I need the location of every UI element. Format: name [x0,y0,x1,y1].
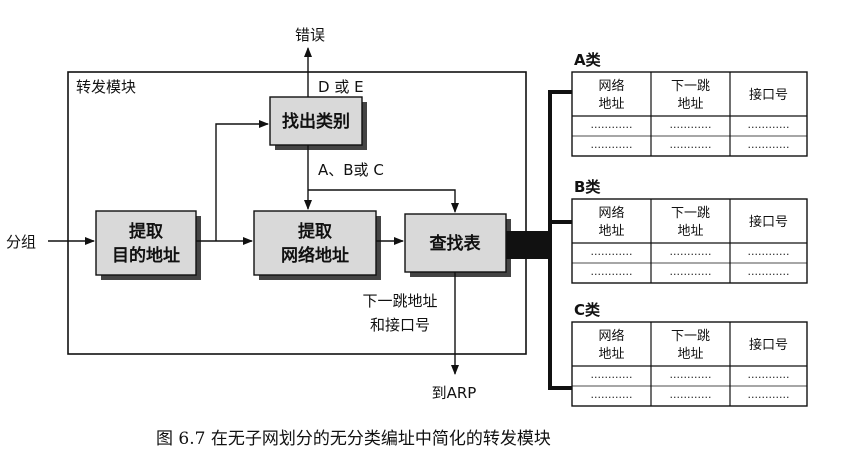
extract-net-line2: 网络地址 [281,245,349,266]
table-b-header: 地址 [598,224,624,239]
table-a-header: 网络 [598,78,624,94]
d-or-e-label: D 或 E [318,78,364,96]
table-b-cell: ............ [591,245,633,258]
table-b-cell: ............ [591,265,633,278]
table-a-cell: ............ [591,118,633,131]
abc-label: A、B或 C [318,161,384,179]
table-b-header: 下一跳 [671,206,710,221]
table-b-header: 网络 [598,205,624,221]
table-b-title: B类 [574,178,601,196]
table-c-cell: ............ [591,388,633,401]
table-c-cell: ............ [591,368,633,381]
table-a-header: 下一跳 [671,79,710,94]
extract-dest-line1: 提取 [129,222,163,242]
table-c-cell: ............ [748,368,790,381]
table-c-header: 下一跳 [671,329,710,344]
table-a-cell: ............ [748,138,790,151]
table-c-header: 网络 [598,328,624,344]
extract-net-block [253,210,377,276]
table-a-cell: ............ [670,118,712,131]
table-a-cell: ............ [748,118,790,131]
table-b-header: 接口号 [749,214,788,230]
find-class-label: 找出类别 [282,111,350,132]
figure-caption: 图 6.7 在无子网划分的无分类编址中简化的转发模块 [156,429,551,449]
next-hop-line2: 和接口号 [370,316,430,334]
error-label: 错误 [295,26,325,44]
extract-dest-block [95,210,197,276]
table-a-title: A类 [574,51,602,69]
table-b-frame [571,198,808,284]
extract-dest-line2: 目的地址 [112,245,180,266]
table-c-title: C类 [574,301,601,319]
table-c-header: 地址 [598,347,624,362]
table-a-header: 地址 [598,97,624,112]
table-c-cell: ............ [748,388,790,401]
find-class-block [269,96,363,146]
input-label: 分组 [6,233,36,251]
extract-net-line1: 提取 [298,222,332,242]
table-a-header: 地址 [677,97,703,112]
dest-to-class-arrow [215,120,269,241]
class-to-lookup-arrow [308,189,459,213]
table-b-cell: ............ [670,245,712,258]
table-a-cell: ............ [670,138,712,151]
module-title: 转发模块 [76,78,136,96]
to-arp-label: 到ARP [432,384,477,402]
next-hop-line1: 下一跳地址 [362,292,437,310]
lookup-label: 查找表 [429,233,482,254]
table-a-frame [571,71,808,157]
table-b-header: 地址 [677,224,703,239]
forwarding-module-frame [67,71,527,355]
table-bus-connector [506,231,550,259]
table-c-header: 地址 [677,347,703,362]
table-c-header: 接口号 [749,337,788,353]
table-a-header: 接口号 [749,87,788,103]
table-c-cell: ............ [670,368,712,381]
table-a-cell: ............ [591,138,633,151]
table-c-frame [571,321,808,407]
table-b-cell: ............ [748,245,790,258]
table-b-cell: ............ [748,265,790,278]
table-b-cell: ............ [670,265,712,278]
routing-tables: A类网络地址下一跳地址接口号..........................… [571,51,808,407]
table-c-cell: ............ [670,388,712,401]
